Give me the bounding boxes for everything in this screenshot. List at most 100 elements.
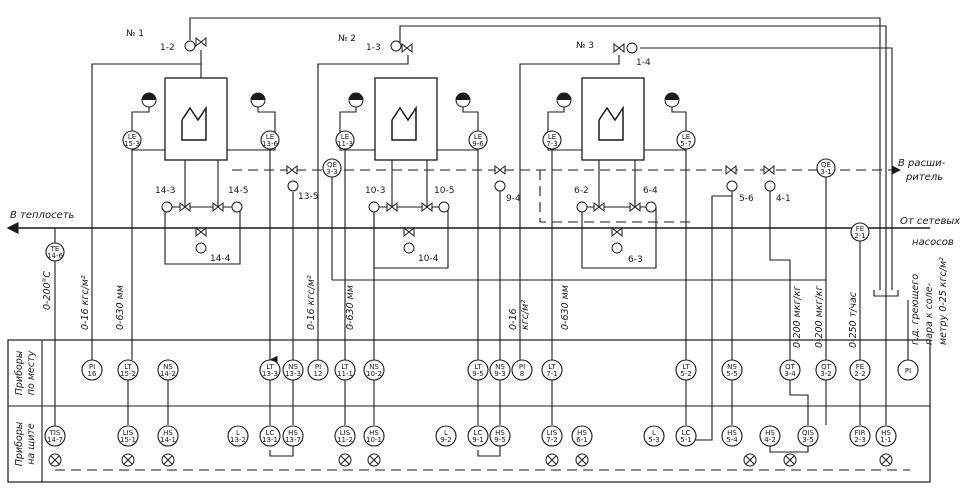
panel-lc-5-1: LC5-1	[675, 425, 697, 447]
panel-hs-1-1: HS1-1	[875, 425, 897, 447]
valve-label-14-4: 14-4	[210, 254, 231, 264]
local-ns-5-5: NS5-5	[721, 359, 743, 381]
svg-text:QE: QE	[821, 161, 831, 169]
lamp-icon	[575, 453, 589, 467]
svg-text:10-2: 10-2	[366, 370, 382, 378]
local-pi-8: PI8	[511, 359, 533, 381]
instrument-qe-3-1: QE3-1	[816, 158, 836, 178]
lamp-icon	[879, 453, 893, 467]
text-labels: № 1 № 2 № 3 1-2 1-3 1-4 14-3 14-5 14-4 1…	[10, 29, 960, 348]
svg-text:3-5: 3-5	[802, 436, 813, 444]
svg-text:15-1: 15-1	[120, 436, 136, 444]
range-label-pressure-3a: 0-16	[508, 308, 519, 330]
svg-text:LE: LE	[548, 133, 556, 141]
svg-text:5-3: 5-3	[648, 436, 659, 444]
svg-text:5-7: 5-7	[680, 140, 691, 148]
valve-label-6-4: 6-4	[643, 186, 658, 196]
top-pipe-2	[399, 25, 887, 290]
local-pi: PI	[897, 359, 919, 381]
svg-text:13-7: 13-7	[285, 436, 301, 444]
local-qt-3-4: QT3-4	[779, 359, 801, 381]
svg-text:9-1: 9-1	[472, 436, 483, 444]
svg-text:11-3: 11-3	[337, 140, 353, 148]
local-lt-9-5: LT9-5	[467, 359, 489, 381]
to-expander-label-1: В расши-	[898, 158, 946, 169]
unit-3-label: № 3	[576, 41, 594, 51]
local-fe-2-2: FE2-2	[849, 359, 871, 381]
panel-l-5-3: L5-3	[643, 425, 665, 447]
panel-l-9-2: L9-2	[435, 425, 457, 447]
svg-text:15-3: 15-3	[124, 140, 140, 148]
svg-text:HS: HS	[288, 429, 298, 437]
svg-text:1-1: 1-1	[880, 436, 891, 444]
from-pumps-label-1: От сетевых	[900, 216, 960, 227]
lamp-icon	[121, 453, 135, 467]
svg-text:5-4: 5-4	[726, 436, 738, 444]
top-pipe-1	[189, 17, 881, 290]
instrument-fe-2-1: FE2-1	[850, 222, 870, 242]
instrument-le-7-3: LE7-3	[542, 130, 562, 150]
panel-hs-6-1: HS6-1	[571, 425, 593, 447]
svg-text:14-1: 14-1	[160, 436, 176, 444]
range-label-pressure-2: 0-16 кгс/м²	[306, 275, 317, 330]
to-expander-label-2: ритель	[905, 172, 943, 183]
unit-2-label: № 2	[338, 34, 356, 44]
svg-text:HS: HS	[881, 429, 891, 437]
svg-text:PI: PI	[315, 363, 321, 371]
unit-2	[339, 77, 479, 269]
unit-3	[539, 77, 690, 269]
svg-text:13-3: 13-3	[262, 370, 278, 378]
row-panel-label-2: на щите	[26, 423, 37, 465]
valve-label-1-2: 1-2	[160, 43, 175, 53]
range-label-level-1: 0-630 мм	[115, 285, 126, 330]
svg-text:11-1: 11-1	[337, 370, 353, 378]
svg-text:LE: LE	[474, 133, 482, 141]
svg-text:3-3: 3-3	[326, 168, 337, 176]
svg-text:9-5: 9-5	[494, 436, 505, 444]
svg-text:LT: LT	[266, 363, 274, 371]
svg-text:14-2: 14-2	[160, 370, 176, 378]
valve-label-14-5: 14-5	[228, 186, 248, 196]
svg-text:6-1: 6-1	[576, 436, 587, 444]
from-pumps-label-2: насосов	[912, 237, 954, 248]
svg-text:LIS: LIS	[547, 429, 558, 437]
range-label-flow: 0-250 т/час	[848, 291, 859, 348]
range-label-quality-1: 0-200 мкг/кг	[792, 285, 803, 348]
lamp-icon	[545, 453, 559, 467]
panel-hs-5-4: HS5-4	[721, 425, 743, 447]
unit-1	[131, 64, 276, 360]
valve-label-1-4: 1-4	[636, 58, 651, 68]
steam-note-1: г.д. греющего	[910, 274, 921, 345]
svg-text:PI: PI	[89, 363, 95, 371]
range-label-quality-2: 0-200 мкг/кг	[814, 285, 825, 348]
lamp-icon	[743, 453, 757, 467]
svg-text:LE: LE	[266, 133, 274, 141]
range-label-pressure-3b: кгс/м²	[520, 300, 531, 330]
svg-text:LC: LC	[266, 429, 275, 437]
svg-text:13-1: 13-1	[262, 436, 278, 444]
top-pipe-3	[640, 47, 893, 290]
row-panel-label-1: Приборы	[14, 421, 25, 466]
svg-text:2-1: 2-1	[854, 232, 865, 240]
svg-text:16: 16	[88, 370, 97, 378]
svg-text:LIS: LIS	[340, 429, 351, 437]
svg-text:LT: LT	[341, 363, 349, 371]
valve-label-6-2: 6-2	[574, 186, 589, 196]
svg-text:8: 8	[520, 370, 524, 378]
local-ns-9-3: NS9-3	[489, 359, 511, 381]
svg-text:3-4: 3-4	[784, 370, 796, 378]
svg-text:FE: FE	[856, 225, 864, 233]
svg-text:FIR: FIR	[855, 429, 866, 437]
